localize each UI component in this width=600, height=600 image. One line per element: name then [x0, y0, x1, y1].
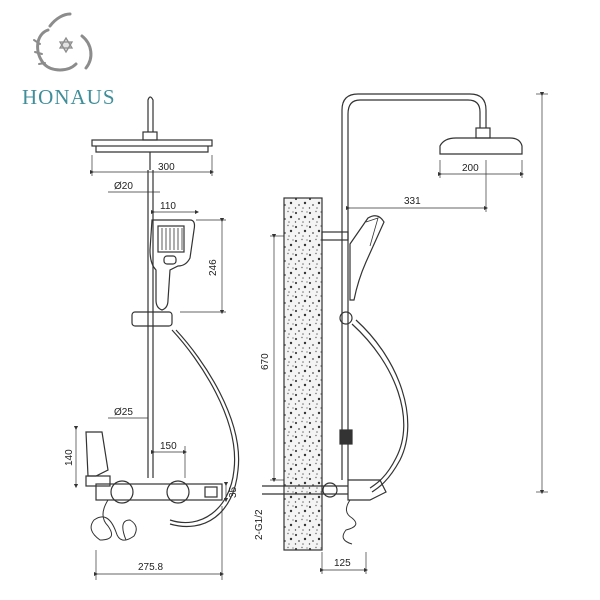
label-slide-bar-length: 670 [260, 353, 271, 370]
side-flange [322, 482, 338, 498]
label-handheld-height: 246 [208, 259, 219, 276]
handheld-shower [149, 219, 196, 311]
side-bidet-holder [339, 429, 353, 445]
horse-star-emblem-icon [33, 12, 93, 72]
spray-button [163, 255, 177, 265]
front-view [73, 96, 240, 580]
side-view [262, 91, 548, 574]
label-inlet-thread: 2-G1/2 [254, 509, 265, 540]
label-handheld-width: 110 [160, 201, 176, 212]
shower-arm-inner [347, 99, 481, 128]
shower-hose [169, 329, 236, 524]
side-holder [339, 311, 353, 325]
front-view-labels: 300 Ø20 110 246 Ø25 150 140 35 275.8 [64, 162, 239, 573]
pipe-joint [142, 131, 158, 141]
side-hose [355, 319, 409, 493]
overhead-shower-head [91, 139, 213, 147]
upper-wall-bracket [321, 231, 349, 241]
label-mixer-center: 150 [160, 441, 177, 452]
temperature-knob [166, 480, 190, 504]
label-lower-pipe-diameter: Ø25 [114, 407, 133, 418]
bidet-sprayer [85, 431, 109, 477]
handheld-holder [131, 311, 173, 327]
label-arm-reach: 331 [404, 196, 421, 207]
side-overhead-head [439, 137, 523, 155]
label-bidet-height: 140 [64, 449, 75, 466]
side-coil-hose [342, 499, 357, 545]
diverter-knob [110, 480, 134, 504]
label-wall-distance: 125 [334, 558, 351, 569]
side-view-labels: 200 331 670 2-G1/2 125 [254, 163, 479, 569]
handheld-face [157, 225, 185, 253]
brand-name: HONAUS [22, 85, 116, 109]
mixer-valve-body [95, 483, 223, 501]
label-side-head-width: 200 [462, 163, 479, 174]
label-head-width: 300 [158, 162, 175, 173]
bidet-coil-hose [90, 499, 137, 541]
label-valve-offset: 35 [228, 486, 239, 498]
label-total-depth: 275.8 [138, 562, 163, 573]
riser-top [147, 96, 154, 132]
side-mixer-body [347, 479, 387, 501]
brand-logo: HONAUS [22, 12, 116, 109]
shower-arm-outer [341, 93, 487, 128]
wall-section [283, 197, 323, 551]
label-pipe-diameter: Ø20 [114, 181, 133, 192]
side-handheld [349, 215, 385, 301]
